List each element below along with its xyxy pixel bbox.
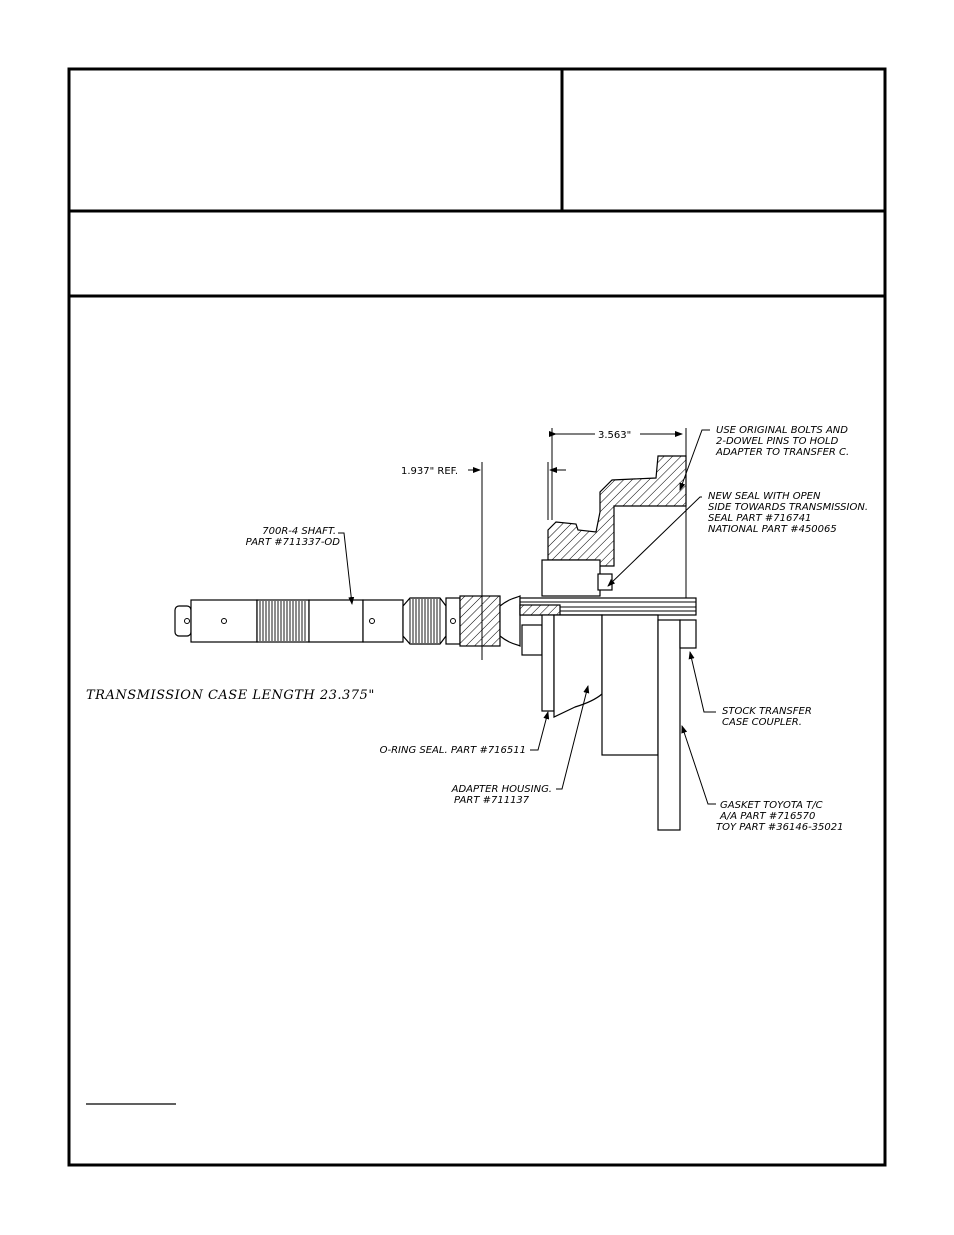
adapter-housing-upper	[541, 455, 687, 598]
leaders	[338, 429, 716, 805]
svg-text:A/A PART #716570: A/A PART #716570	[719, 811, 815, 822]
assembly-drawing: 3.563" 1.937" REF. USE ORIGINAL BOLTS AN…	[86, 425, 868, 833]
callout-seal: NEW SEAL WITH OPEN SIDE TOWARDS TRANSMIS…	[708, 491, 868, 535]
outer-border	[67, 67, 887, 1167]
svg-text:2-DOWEL PINS TO HOLD: 2-DOWEL PINS TO HOLD	[716, 436, 839, 447]
dimension-overall: 3.563"	[598, 430, 631, 441]
shaft-sectioned-collar	[459, 595, 501, 647]
svg-text:PART #711137: PART #711137	[454, 795, 530, 806]
transfer-case-coupler	[679, 619, 697, 649]
callout-oring: O-RING SEAL. PART #716511	[380, 745, 526, 756]
svg-text:USE ORIGINAL BOLTS AND: USE ORIGINAL BOLTS AND	[716, 425, 848, 436]
svg-text:SEAL PART #716741: SEAL PART #716741	[708, 513, 811, 524]
svg-text:O-RING SEAL. PART #716511: O-RING SEAL. PART #716511	[380, 745, 526, 756]
svg-text:TOY PART #36146-35021: TOY PART #36146-35021	[716, 822, 844, 833]
adapter-housing-lower	[541, 614, 697, 831]
svg-text:700R-4 SHAFT.: 700R-4 SHAFT.	[262, 526, 336, 537]
seal	[597, 573, 613, 591]
callout-housing: ADAPTER HOUSING. PART #711137	[451, 784, 552, 806]
svg-text:CASE COUPLER.: CASE COUPLER.	[722, 717, 802, 728]
shaft	[174, 595, 697, 656]
svg-text:NEW SEAL WITH OPEN: NEW SEAL WITH OPEN	[708, 491, 821, 502]
svg-text:GASKET TOYOTA T/C: GASKET TOYOTA T/C	[720, 800, 823, 811]
dimension-reference: 1.937" REF.	[401, 466, 458, 477]
svg-text:NATIONAL PART #450065: NATIONAL PART #450065	[708, 524, 837, 535]
callout-gasket: GASKET TOYOTA T/C A/A PART #716570 TOY P…	[716, 800, 844, 833]
gasket-flange	[657, 619, 681, 831]
shaft-spline-rear	[409, 599, 441, 643]
shaft-spline-front	[259, 601, 306, 641]
callout-bolts: USE ORIGINAL BOLTS AND 2-DOWEL PINS TO H…	[715, 425, 849, 458]
title-block	[67, 67, 887, 1167]
callout-coupler: STOCK TRANSFER CASE COUPLER.	[722, 706, 812, 728]
callout-shaft: 700R-4 SHAFT. PART #711337-OD	[246, 526, 341, 548]
svg-text:ADAPTER TO TRANSFER C.: ADAPTER TO TRANSFER C.	[715, 447, 849, 458]
svg-text:ADAPTER HOUSING.: ADAPTER HOUSING.	[451, 784, 552, 795]
svg-text:SIDE TOWARDS TRANSMISSION.: SIDE TOWARDS TRANSMISSION.	[708, 502, 868, 513]
svg-text:STOCK TRANSFER: STOCK TRANSFER	[722, 706, 812, 717]
svg-text:PART #711337-OD: PART #711337-OD	[246, 537, 341, 548]
dimensions: 3.563" 1.937" REF.	[401, 428, 687, 660]
case-length-note: TRANSMISSION CASE LENGTH 23.375"	[86, 688, 375, 703]
